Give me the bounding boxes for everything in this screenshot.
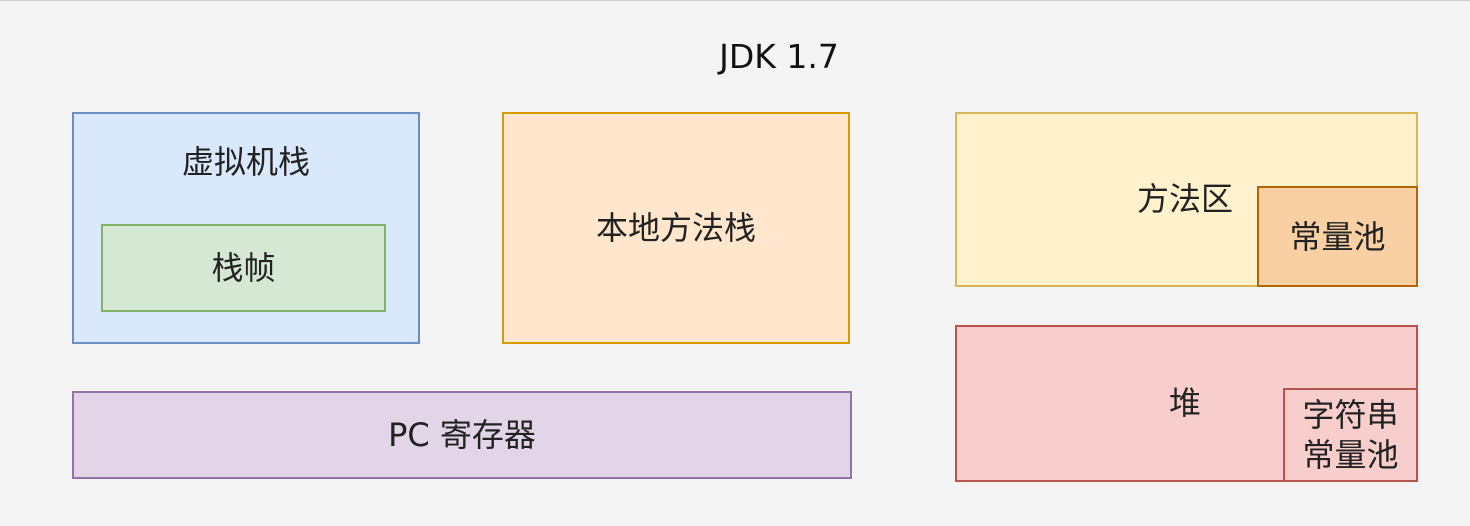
pc-register-label: PC 寄存器: [388, 416, 536, 454]
method-area-label: 方法区: [1136, 180, 1233, 218]
vm-stack-label: 虚拟机栈: [181, 143, 310, 181]
string-constant-pool-box: 字符串 常量池: [1283, 388, 1418, 482]
diagram-title: JDK 1.7: [719, 37, 839, 76]
stack-frame-label: 栈帧: [211, 249, 276, 287]
constant-pool-label: 常量池: [1289, 217, 1386, 256]
heap-label: 堆: [1168, 384, 1201, 422]
string-pool-label-line2: 常量池: [1302, 436, 1399, 474]
native-method-stack-label: 本地方法栈: [595, 209, 756, 247]
string-pool-label-line1: 字符串: [1302, 396, 1399, 434]
constant-pool-box: 常量池: [1257, 186, 1418, 287]
native-method-stack-box: 本地方法栈: [502, 112, 850, 344]
stack-frame-box: 栈帧: [101, 224, 386, 312]
pc-register-box: PC 寄存器: [72, 391, 852, 479]
